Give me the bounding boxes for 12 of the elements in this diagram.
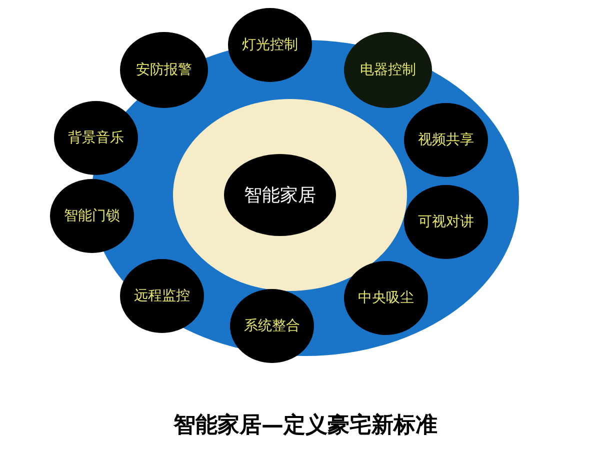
node-label: 灯光控制: [242, 36, 298, 54]
node-label: 智能门锁: [64, 207, 120, 225]
node-label: 系统整合: [244, 317, 300, 335]
node-label: 电器控制: [360, 61, 416, 79]
node-label: 视频共享: [418, 131, 474, 149]
node-label: 可视对讲: [418, 213, 474, 231]
node-label: 智能家居: [244, 184, 316, 207]
node-label: 背景音乐: [68, 129, 124, 147]
node-label: 远程监控: [134, 287, 190, 305]
node-label: 中央吸尘: [358, 289, 414, 307]
caption: 智能家居—定义豪宅新标准: [172, 411, 438, 440]
node-label: 安防报警: [136, 61, 192, 79]
